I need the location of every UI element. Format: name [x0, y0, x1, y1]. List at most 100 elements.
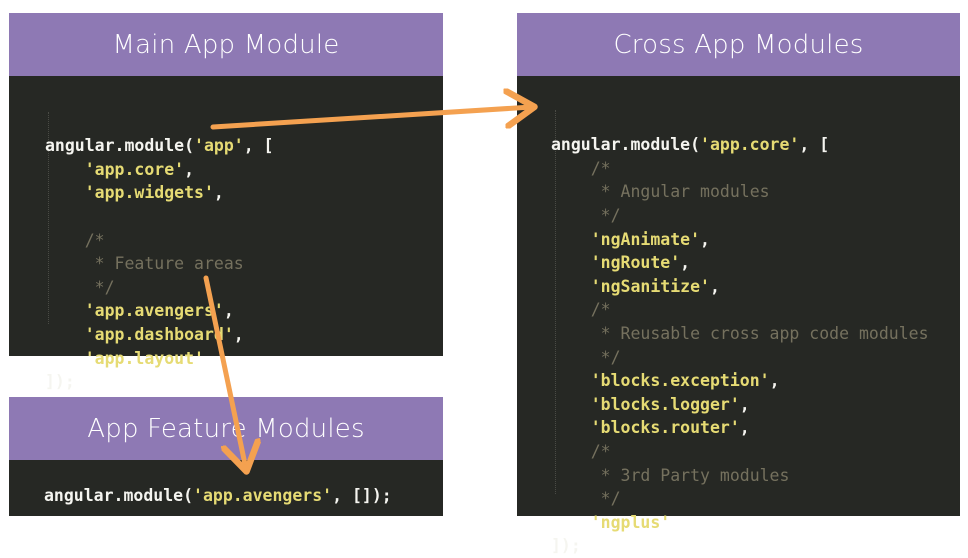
cross-app-modules-header: Cross App Modules: [517, 13, 960, 76]
code-line: ]);: [45, 370, 443, 394]
code-string: 'app.core': [84, 159, 185, 179]
app-feature-modules-code: angular.module('app.avengers', []);: [9, 460, 443, 516]
code-line: 'ngRoute',: [551, 251, 960, 275]
code-comment: /*: [590, 158, 611, 178]
code-string: 'blocks.logger': [590, 394, 740, 414]
code-line: * Reusable cross app code modules: [551, 322, 960, 346]
app-feature-modules-header: App Feature Modules: [9, 397, 443, 460]
code-line: [45, 205, 443, 229]
code-text: ,: [700, 229, 710, 249]
code-text: [45, 325, 85, 344]
code-text: , [: [799, 135, 830, 155]
code-text: ,: [233, 324, 244, 344]
code-string: 'ngplus': [590, 512, 671, 532]
code-text: ,: [213, 183, 224, 203]
code-string: 'app.layout': [84, 348, 204, 368]
code-line: 'ngplus': [551, 511, 960, 535]
code-text: [551, 513, 591, 532]
code-line: angular.module('app.core', [: [551, 133, 960, 157]
code-text: [551, 371, 591, 390]
code-text: [551, 348, 591, 367]
code-text: [551, 206, 591, 225]
code-string: 'app': [194, 136, 244, 156]
code-line: /*: [551, 157, 960, 181]
code-line: 'blocks.router',: [551, 416, 960, 440]
code-text: [45, 160, 85, 179]
code-line: * Feature areas: [45, 252, 443, 276]
code-text: ,: [769, 371, 780, 391]
code-comment: */: [84, 277, 115, 297]
code-string: 'app.avengers': [84, 301, 224, 321]
code-text: , []);: [332, 486, 392, 505]
code-text: , [: [243, 136, 274, 156]
code-line: */: [551, 487, 960, 511]
code-text: [551, 300, 591, 319]
code-text: ,: [184, 159, 195, 179]
code-text: angular.module(: [44, 486, 194, 505]
code-text: [551, 159, 591, 178]
code-text: [551, 277, 591, 296]
code-comment: */: [590, 347, 621, 367]
code-line: 'app.avengers',: [45, 299, 443, 323]
code-comment: */: [590, 489, 621, 509]
code-string: 'blocks.router': [590, 418, 740, 438]
code-text: ]);: [551, 536, 581, 556]
code-text: [551, 395, 591, 414]
code-line: 'ngAnimate',: [551, 228, 960, 252]
code-comment: /*: [590, 441, 611, 461]
code-line: * Angular modules: [551, 180, 960, 204]
code-text: [551, 253, 591, 272]
code-text: ,: [709, 276, 720, 296]
code-text: ,: [680, 253, 691, 273]
app-feature-modules-title: App Feature Modules: [87, 413, 365, 444]
code-string: 'ngSanitize': [590, 276, 710, 296]
code-line: */: [551, 204, 960, 228]
code-text: ,: [739, 418, 750, 438]
code-text: [45, 278, 85, 297]
code-string: 'ngAnimate': [590, 229, 701, 249]
code-text: [551, 418, 591, 437]
code-text: angular.module(: [551, 135, 701, 155]
code-line: 'app.widgets',: [45, 181, 443, 205]
code-line: angular.module('app.avengers', []);: [44, 484, 443, 508]
code-comment: */: [590, 205, 621, 225]
code-string: 'app.dashboard': [84, 324, 234, 344]
code-line: 'blocks.exception',: [551, 369, 960, 393]
code-string: 'ngRoute': [590, 253, 681, 273]
code-string: 'app.avengers': [193, 486, 333, 505]
code-text: angular.module(: [45, 136, 195, 156]
code-comment: * Reusable cross app code modules: [590, 323, 929, 343]
code-line: /*: [45, 229, 443, 253]
code-line: /*: [551, 440, 960, 464]
code-line: */: [45, 276, 443, 300]
indent-guide: [555, 110, 556, 494]
code-text: [45, 183, 85, 202]
indent-guide: [48, 112, 49, 324]
code-comment: /*: [590, 300, 611, 320]
code-line: 'app.dashboard',: [45, 323, 443, 347]
code-text: [551, 489, 591, 508]
code-text: [551, 230, 591, 249]
code-text: [551, 466, 591, 485]
code-text: [551, 442, 591, 461]
code-comment: /*: [84, 230, 105, 250]
code-line: angular.module('app', [: [45, 134, 443, 158]
code-line: 'ngSanitize',: [551, 275, 960, 299]
code-text: [45, 231, 85, 250]
code-comment: * Feature areas: [84, 254, 244, 274]
code-line: * 3rd Party modules: [551, 464, 960, 488]
code-comment: * Angular modules: [590, 182, 770, 202]
code-text: [551, 324, 591, 343]
main-app-module-code: angular.module('app', [ 'app.core', 'app…: [9, 76, 443, 391]
code-text: [45, 254, 85, 273]
code-text: ,: [223, 301, 234, 321]
code-line: 'app.core',: [45, 158, 443, 182]
code-line: ]);: [551, 534, 960, 558]
code-text: ]);: [45, 372, 75, 392]
code-line: 'app.layout': [45, 347, 443, 371]
code-text: [551, 182, 591, 201]
code-comment: * 3rd Party modules: [590, 465, 790, 485]
cross-app-modules-code: angular.module('app.core', [ /* * Angula…: [517, 76, 960, 555]
code-string: 'blocks.exception': [590, 371, 770, 391]
code-text: ,: [739, 394, 750, 414]
